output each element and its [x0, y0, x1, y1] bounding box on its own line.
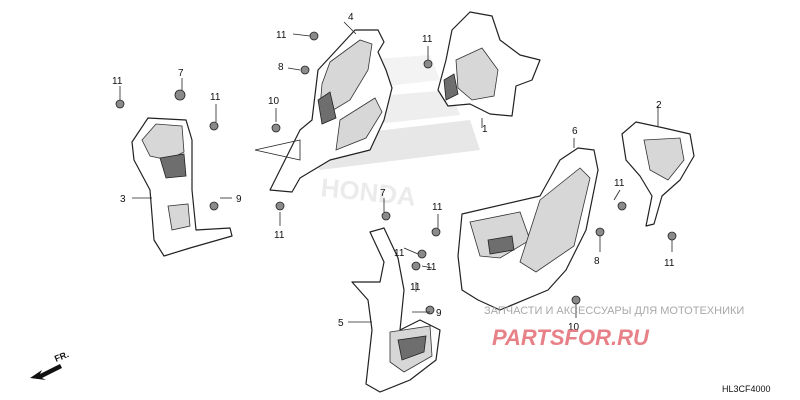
- bolt-icon: [300, 65, 310, 75]
- bolt-icon: [309, 31, 319, 41]
- part-4-inner-cover: [254, 29, 393, 193]
- part-1-upper-cover: [437, 11, 541, 117]
- callout-3: 3: [120, 194, 126, 205]
- callout-10: 10: [268, 96, 280, 107]
- bolt-icon: [431, 227, 441, 237]
- bolt-icon: [423, 59, 433, 69]
- bolt-icon: [417, 249, 427, 259]
- clip-icon: [381, 211, 391, 221]
- clip-icon: [425, 305, 435, 315]
- callout-11: 11: [394, 248, 405, 259]
- clip-icon: [174, 89, 186, 101]
- callout-2: 2: [656, 100, 662, 111]
- honda-watermark-text: HONDA: [319, 172, 417, 212]
- callout-11: 11: [614, 178, 625, 189]
- watermark-site: PARTSFOR.RU: [492, 325, 650, 350]
- watermark-tagline: ЗАПЧАСТИ И АКСЕССУАРЫ ДЛЯ МОТОТЕХНИКИ: [484, 305, 744, 317]
- callout-11: 11: [112, 76, 123, 87]
- part-6-main-cover: [457, 147, 599, 311]
- bolt-icon: [667, 231, 677, 241]
- fasteners: [115, 31, 677, 315]
- site-watermark: ЗАПЧАСТИ И АКСЕССУАРЫ ДЛЯ МОТОТЕХНИКИ PA…: [484, 305, 744, 350]
- part-5-lower-cover: [351, 227, 441, 393]
- callout-10: 10: [568, 322, 580, 333]
- callout-1: 1: [482, 124, 488, 135]
- callout-7: 7: [178, 68, 184, 79]
- clip-icon: [595, 227, 605, 237]
- bolt-icon: [275, 201, 285, 211]
- bolt-icon: [209, 121, 219, 131]
- callout-9: 9: [436, 308, 442, 319]
- callout-11: 11: [422, 34, 433, 45]
- leader-lines: [119, 21, 673, 323]
- part-3-side-cover-left: [131, 117, 233, 257]
- callout-9: 9: [236, 194, 242, 205]
- callout-11: 11: [274, 230, 285, 241]
- callout-8: 8: [278, 62, 284, 73]
- bolt-icon: [617, 201, 627, 211]
- callout-11: 11: [426, 262, 437, 273]
- callout-8: 8: [594, 256, 600, 267]
- callouts: 1 2 3 4 5 6 7 7 8 8 9 9 10 10 11 11 11 1…: [112, 12, 675, 333]
- bolt-icon: [115, 99, 125, 109]
- front-label: FR.: [53, 349, 70, 364]
- callout-4: 4: [348, 12, 354, 23]
- callout-11: 11: [210, 92, 221, 103]
- callout-6: 6: [572, 126, 578, 137]
- bolt-icon: [411, 261, 421, 271]
- clip-icon: [209, 201, 219, 211]
- callout-5: 5: [338, 318, 344, 329]
- arrow-left-icon: [30, 364, 62, 380]
- callout-11: 11: [410, 282, 421, 293]
- callout-11: 11: [276, 30, 287, 41]
- bolt-icon: [271, 123, 281, 133]
- diagram-code: HL3CF4000: [722, 384, 771, 394]
- callout-7: 7: [380, 188, 386, 199]
- callout-11: 11: [664, 258, 675, 269]
- bolt-icon: [571, 295, 581, 305]
- front-direction-indicator: FR.: [30, 349, 70, 380]
- callout-11: 11: [432, 202, 443, 213]
- part-2-side-cover-right: [621, 121, 695, 227]
